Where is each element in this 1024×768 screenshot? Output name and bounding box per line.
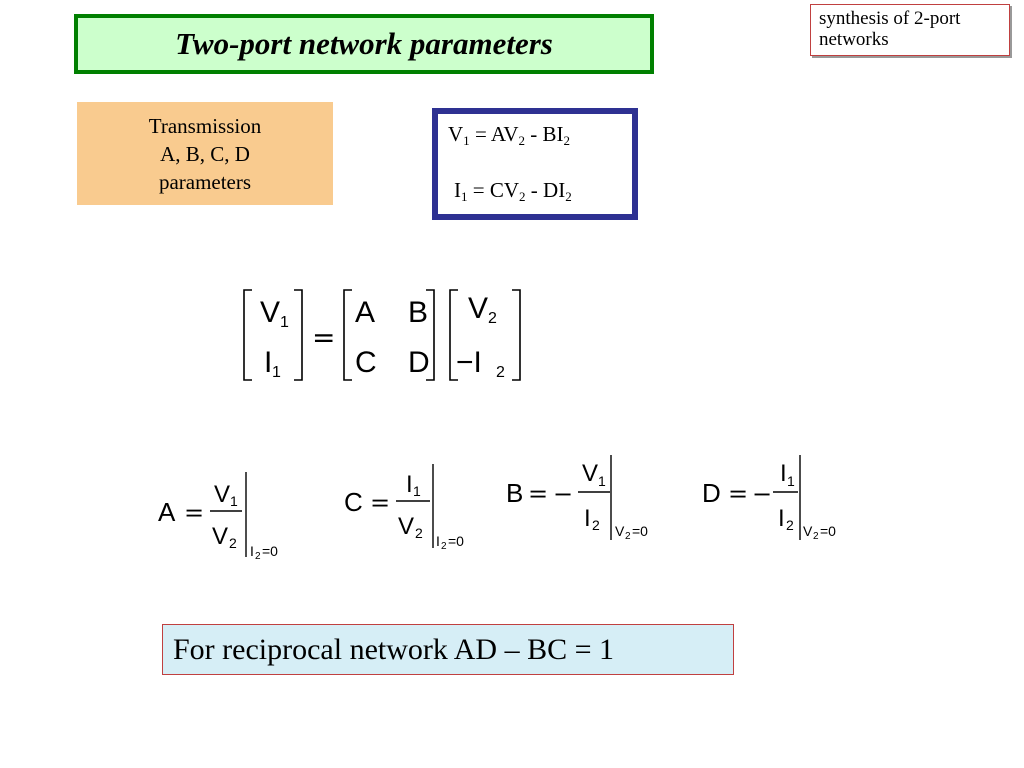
section-tag-line2: networks [819, 29, 889, 50]
svg-text:=: = [184, 499, 204, 527]
title-box: Two-port network parameters [74, 14, 654, 74]
svg-text:2: 2 [441, 541, 447, 552]
svg-text:2: 2 [255, 551, 261, 562]
svg-text:1: 1 [413, 483, 421, 499]
matrix-rhs-neg-i: −I [456, 346, 482, 379]
svg-text:V: V [582, 460, 598, 487]
label-line1: Transmission [148, 113, 262, 138]
svg-text:=0: =0 [820, 523, 836, 539]
svg-text:1: 1 [787, 473, 795, 489]
definition-d: D = − I 1 I 2 V 2 =0 [702, 455, 836, 542]
svg-text:2: 2 [786, 517, 794, 533]
matrix-a: A [355, 296, 375, 329]
svg-text:1: 1 [598, 473, 606, 489]
svg-text:V: V [803, 523, 813, 539]
matrix-d: D [408, 346, 430, 379]
matrix-lhs-i-sub: 1 [272, 364, 281, 381]
def-d-name: D [702, 478, 721, 508]
abcd-parameters-label: Transmission A, B, C, D parameters [77, 102, 333, 205]
matrix-b: B [408, 296, 428, 329]
svg-text:I: I [778, 505, 785, 532]
definition-a: A = V 1 V 2 I 2 =0 [158, 472, 278, 562]
matrix-rhs-i-sub: 2 [496, 364, 505, 381]
svg-text:=: = [728, 480, 748, 508]
section-tag-line1: synthesis of 2-port [819, 8, 961, 29]
svg-text:V: V [398, 513, 414, 540]
matrix-equals: = [312, 321, 335, 354]
matrix-lhs-i: I [264, 346, 272, 379]
svg-text:I: I [406, 471, 413, 498]
svg-text:I: I [584, 505, 591, 532]
label-line2: A, B, C, D [160, 141, 250, 166]
svg-text:2: 2 [415, 525, 423, 541]
matrix-rhs-v: V [468, 292, 488, 325]
definition-c: C = I 1 V 2 I 2 =0 [344, 464, 464, 552]
svg-text:=0: =0 [262, 543, 278, 559]
reciprocal-note: For reciprocal network AD – BC = 1 [173, 632, 615, 666]
def-a-name: A [158, 497, 176, 527]
svg-text:2: 2 [229, 535, 237, 551]
svg-text:=: = [370, 489, 390, 517]
svg-text:I: I [250, 543, 254, 559]
svg-text:=0: =0 [448, 533, 464, 549]
svg-text:=0: =0 [632, 523, 648, 539]
matrix-lhs-v-sub: 1 [280, 314, 289, 331]
svg-text:2: 2 [813, 531, 819, 542]
svg-text:I: I [436, 533, 440, 549]
svg-text:V: V [615, 523, 625, 539]
svg-text:1: 1 [230, 493, 238, 509]
label-line3: parameters [158, 169, 252, 194]
svg-text:−: − [752, 480, 772, 508]
equations-box: V1 = AV2 - BI2 I1 = CV2 - DI2 [432, 108, 638, 220]
svg-text:=: = [528, 480, 548, 508]
matrix-rhs-v-sub: 2 [488, 310, 497, 327]
page-title: Two-port network parameters [175, 26, 553, 61]
def-b-name: B [506, 478, 523, 508]
def-c-name: C [344, 487, 363, 517]
svg-text:V: V [214, 481, 230, 508]
svg-text:I: I [780, 460, 787, 487]
svg-text:2: 2 [592, 517, 600, 533]
matrix-c: C [355, 346, 377, 379]
svg-text:V: V [212, 523, 228, 550]
section-tag: synthesis of 2-port networks [810, 4, 1010, 56]
svg-text:−: − [553, 480, 573, 508]
matrix-equation: V 1 I 1 = A B C D V 2 −I 2 [243, 289, 521, 381]
definition-b: B = − V 1 I 2 V 2 =0 [506, 455, 648, 542]
reciprocal-note-box: For reciprocal network AD – BC = 1 [162, 624, 734, 675]
parameter-definitions: A = V 1 V 2 I 2 =0 C = I 1 V 2 I 2 =0 [158, 455, 836, 562]
svg-text:2: 2 [625, 531, 631, 542]
equation-i1: I1 = CV2 - DI2 [454, 178, 572, 204]
matrix-lhs-v: V [260, 296, 280, 329]
equation-v1: V1 = AV2 - BI2 [448, 122, 571, 148]
